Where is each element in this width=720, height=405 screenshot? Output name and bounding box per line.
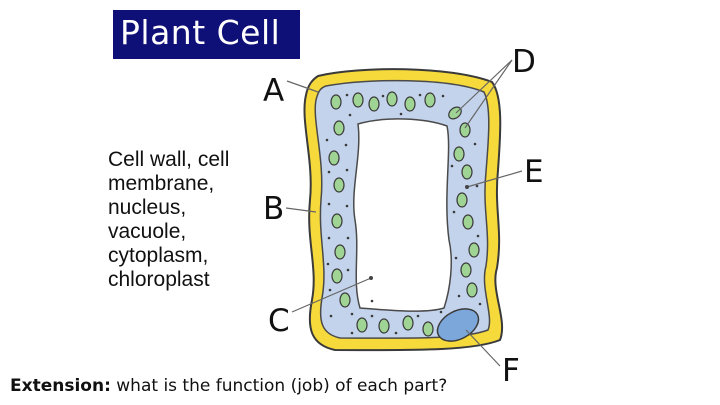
chloroplast	[334, 244, 346, 260]
chloroplast	[459, 122, 471, 138]
parts-line: cytoplasm,	[108, 244, 209, 267]
pointer-a	[286, 80, 319, 93]
label-d: D	[512, 44, 536, 80]
chloroplast	[331, 268, 343, 284]
chloroplast	[333, 120, 345, 136]
chloroplast	[386, 91, 398, 107]
chloroplast	[402, 315, 414, 331]
parts-line: nucleus,	[108, 196, 187, 219]
chloroplast	[333, 177, 345, 193]
chloroplast	[339, 292, 351, 308]
chloroplast	[424, 92, 436, 108]
extension-question: what is the function (job) of each part?	[110, 376, 448, 396]
chloroplast	[404, 96, 416, 112]
page-title: Plant Cell	[120, 13, 281, 52]
title-box: Plant Cell	[113, 10, 300, 59]
chloroplast	[461, 164, 473, 180]
chloroplast	[456, 192, 468, 208]
parts-line: membrane,	[108, 172, 215, 195]
chloroplast	[368, 96, 380, 112]
chloroplast	[352, 92, 364, 108]
pointer-d1	[455, 59, 513, 114]
label-e: E	[524, 154, 544, 190]
chloroplast	[466, 282, 478, 298]
chloroplast	[468, 242, 480, 258]
chloroplast	[356, 317, 368, 333]
chloroplast	[460, 262, 472, 278]
extension-label: Extension:	[10, 376, 111, 396]
chloroplast	[330, 94, 342, 110]
pointer-ends	[369, 185, 469, 280]
label-f: F	[502, 353, 520, 389]
cytoplasm-dots	[325, 93, 482, 335]
vacuole	[353, 118, 453, 312]
chloroplast	[462, 214, 474, 230]
chloroplast	[422, 321, 434, 337]
parts-word-list: Cell wall, cell membrane, nucleus, vacuo…	[108, 148, 278, 292]
chloroplast-group	[328, 91, 480, 337]
extension-prompt: Extension: what is the function (job) of…	[10, 376, 447, 396]
chloroplast	[331, 213, 343, 229]
label-a: A	[263, 73, 284, 109]
label-pointers	[285, 59, 523, 367]
parts-line: chloroplast	[108, 268, 210, 291]
pointer-f	[465, 329, 501, 367]
parts-line: Cell wall, cell	[108, 148, 230, 171]
chloroplast	[328, 150, 340, 166]
pointer-d2	[464, 59, 513, 129]
label-b: B	[263, 191, 284, 227]
chloroplast	[453, 146, 465, 162]
pointer-b	[285, 207, 317, 213]
parts-line: vacuole,	[108, 220, 187, 243]
chloroplast	[378, 318, 390, 334]
pointer-c	[291, 277, 372, 313]
label-c: C	[268, 303, 290, 339]
pointer-e	[466, 170, 523, 188]
